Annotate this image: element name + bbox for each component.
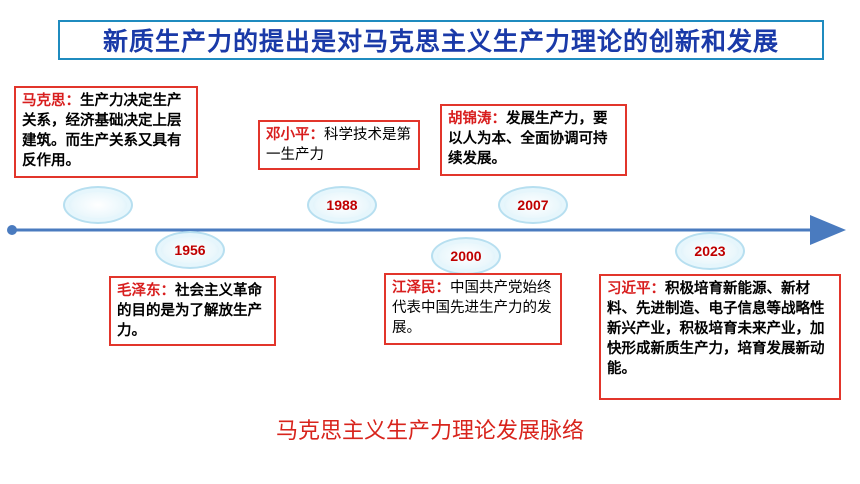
quote-text: 积极培育新能源、新材料、先进制造、电子信息等战略性新兴产业，积极培育未来产业，加… bbox=[607, 281, 825, 377]
quote-text: 中国共产党始终代表中国先进生产力的发展。 bbox=[392, 280, 552, 336]
card-xi: 习近平：积极培育新能源、新材料、先进制造、电子信息等战略性新兴产业，积极培育未来… bbox=[599, 274, 841, 400]
card-jiang: 江泽民：中国共产党始终代表中国先进生产力的发展。 bbox=[384, 273, 562, 345]
person-name: 习近平： bbox=[607, 281, 665, 297]
footer-caption: 马克思主义生产力理论发展脉络 bbox=[275, 419, 584, 444]
year-bubble-2023: 2023 bbox=[675, 232, 745, 270]
person-name: 马克思： bbox=[22, 93, 80, 109]
year-label: 2023 bbox=[694, 243, 726, 259]
year-bubble-1956: 1956 bbox=[155, 231, 225, 269]
page-title: 新质生产力的提出是对马克思主义生产力理论的创新和发展 bbox=[102, 27, 779, 56]
year-bubble-marx bbox=[63, 186, 133, 224]
year-label: 2000 bbox=[450, 248, 482, 264]
year-label: 1956 bbox=[174, 242, 206, 258]
year-bubble-2000: 2000 bbox=[431, 237, 501, 275]
quote-text: 发展生产力，要以人为本、全面协调可持续发展。 bbox=[448, 111, 608, 167]
year-bubble-2007: 2007 bbox=[498, 186, 568, 224]
person-name: 胡锦涛： bbox=[448, 111, 506, 127]
quote-text: 生产力决定生产关系，经济基础决定上层建筑。而生产关系又具有反作用。 bbox=[22, 93, 182, 169]
timeline-start-dot bbox=[7, 225, 17, 235]
year-label: 2007 bbox=[517, 197, 549, 213]
year-bubble-1988: 1988 bbox=[307, 186, 377, 224]
card-deng: 邓小平：科学技术是第一生产力 bbox=[258, 120, 420, 170]
card-mao: 毛泽东：社会主义革命的目的是为了解放生产力。 bbox=[109, 276, 276, 346]
card-hu: 胡锦涛：发展生产力，要以人为本、全面协调可持续发展。 bbox=[440, 104, 627, 176]
person-name: 江泽民： bbox=[392, 280, 450, 296]
person-name: 邓小平： bbox=[266, 127, 324, 143]
quote-text: 社会主义革命的目的是为了解放生产力。 bbox=[117, 283, 262, 339]
card-marx: 马克思：生产力决定生产关系，经济基础决定上层建筑。而生产关系又具有反作用。 bbox=[14, 86, 198, 178]
title-banner: 新质生产力的提出是对马克思主义生产力理论的创新和发展 bbox=[58, 20, 824, 60]
person-name: 毛泽东： bbox=[117, 283, 175, 299]
year-label: 1988 bbox=[326, 197, 358, 213]
quote-text: 科学技术是第一生产力 bbox=[266, 127, 411, 163]
